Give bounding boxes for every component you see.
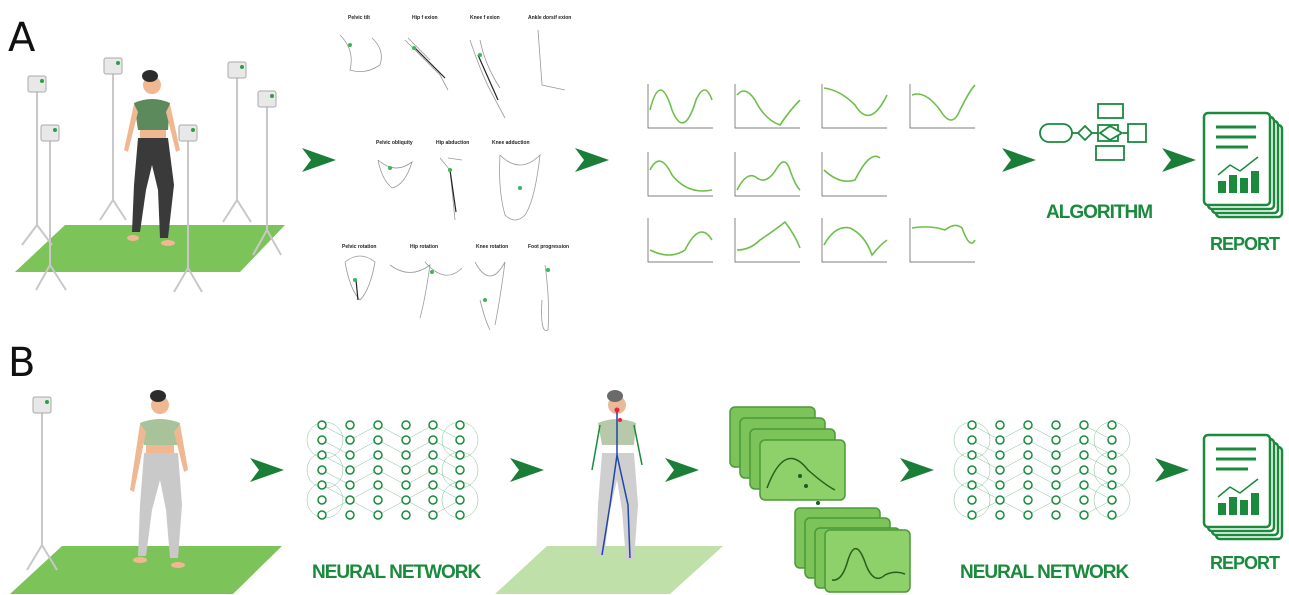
algorithm-flowchart (1040, 104, 1146, 160)
joint-label-ankle-dorsiflexion: Ankle dorsif exion (528, 15, 571, 21)
report-label-a: REPORT (1210, 234, 1279, 255)
curve-cards-lower (795, 508, 910, 592)
gait-curves-grid (648, 84, 975, 262)
neural-network-label-1: NEURAL NETWORK (312, 562, 480, 584)
joint-label-hip-rotation: Hip rotation (410, 244, 438, 250)
floor-a (15, 225, 285, 272)
algorithm-label: ALGORITHM (1046, 202, 1152, 224)
curve-cards-upper (730, 407, 845, 500)
joint-label-hip-abduction: Hip abduction (436, 140, 469, 146)
report-label-b: REPORT (1210, 553, 1279, 574)
joint-label-pelvic-rotation: Pelvic rotation (342, 244, 376, 250)
joint-label-pelvic-tilt: Pelvic tilt (348, 15, 370, 21)
joint-label-knee-adduction: Knee adduction (492, 140, 530, 146)
joint-label-pelvic-obliquity: Pelvic obliquity (376, 140, 413, 146)
walking-person-a (124, 70, 180, 246)
joint-label-knee-rotation: Knee rotation (476, 244, 508, 250)
neural-network-1 (307, 421, 478, 519)
neural-network-label-2: NEURAL NETWORK (960, 562, 1128, 584)
walking-person-b (130, 390, 188, 568)
joint-label-knee-flexion: Knee f exion (470, 15, 500, 21)
floor-b-light (495, 546, 723, 594)
joint-label-foot-progression: Foot progression (528, 244, 569, 250)
pose-estimation-person (592, 390, 642, 560)
neural-network-2 (954, 421, 1130, 519)
joint-label-hip-flexion: Hip f exion (412, 15, 438, 21)
